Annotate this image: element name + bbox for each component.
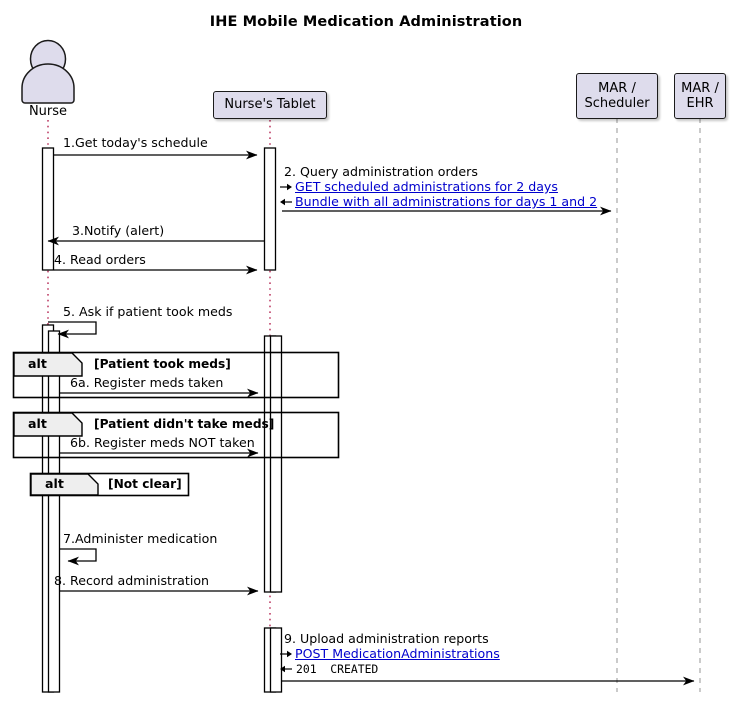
message-label-3: 3.Notify (alert) <box>72 223 165 238</box>
message-link-2-request[interactable]: GET scheduled administrations for 2 days <box>295 179 558 194</box>
alt-keyword-2: alt <box>28 416 47 431</box>
alt-condition-2: [Patient didn't take meds] <box>94 417 275 431</box>
alt-condition-3: [Not clear] <box>108 477 182 491</box>
activation-bars <box>41 147 283 693</box>
participant-label-tablet: Nurse's Tablet <box>224 97 316 113</box>
alt-keyword-3: alt <box>45 476 64 491</box>
alt-condition-1: [Patient took meds] <box>94 357 231 371</box>
message-label-7: 7.Administer medication <box>63 531 218 546</box>
message-label-1: 1.Get today's schedule <box>63 135 208 150</box>
message-label-9: 9. Upload administration reports <box>284 631 489 646</box>
participant-label-scheduler: MAR / Scheduler <box>584 80 650 112</box>
message-arrow-7-self <box>60 548 97 566</box>
page-title: IHE Mobile Medication Administration <box>209 14 523 30</box>
message-link-9-request[interactable]: POST MedicationAdministrations <box>295 646 500 661</box>
subline-arrow-glyphs <box>280 183 292 673</box>
message-status-9-response: 201 CREATED <box>296 662 379 676</box>
message-link-2-response[interactable]: Bundle with all administrations for days… <box>295 194 598 209</box>
alt-keyword-1: alt <box>28 356 47 371</box>
alt-fragment-patient-took-meds <box>12 351 340 399</box>
alt-fragment-not-clear <box>29 472 190 497</box>
participant-label-ehr: MAR / EHR <box>681 80 719 112</box>
alt-fragment-patient-didnt-take-meds <box>12 411 340 459</box>
message-label-6a: 6a. Register meds taken <box>70 375 224 390</box>
message-arrow-5-self <box>48 321 97 339</box>
actor-label-nurse: Nurse <box>28 104 68 119</box>
message-label-5: 5. Ask if patient took meds <box>63 304 233 319</box>
message-label-6b: 6b. Register meds NOT taken <box>70 435 255 450</box>
message-label-8: 8. Record administration <box>54 573 210 588</box>
actor-nurse-figure <box>21 39 75 104</box>
message-label-2: 2. Query administration orders <box>284 164 478 179</box>
participant-box-tablet[interactable]: Nurse's Tablet <box>213 91 327 119</box>
participant-box-scheduler[interactable]: MAR / Scheduler <box>576 73 658 119</box>
participant-box-ehr[interactable]: MAR / EHR <box>674 73 726 119</box>
message-label-4: 4. Read orders <box>54 252 146 267</box>
